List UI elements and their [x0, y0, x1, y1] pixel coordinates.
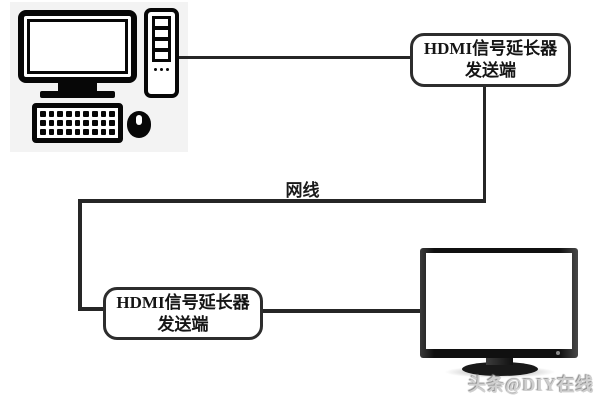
lcd-screen: [426, 253, 572, 349]
keyboard-keys: [40, 111, 115, 135]
mouse-icon: [127, 111, 151, 138]
hdmi-extender-sender-box: HDMI信号延长器 发送端: [410, 33, 571, 87]
keyboard-icon: [32, 103, 123, 143]
cable-pc-to-sender: [179, 56, 410, 59]
receiver-box-line1: HDMI信号延长器: [116, 292, 250, 312]
cable-sender-drop: [483, 87, 486, 199]
pc-tower-indicator-dots: [148, 68, 175, 71]
cable-left-drop: [78, 199, 82, 311]
network-cable-label: 网线: [285, 181, 320, 200]
mouse-scroll-wheel: [136, 115, 142, 125]
crt-screen: [27, 19, 128, 74]
crt-monitor-stand-base: [40, 91, 115, 98]
hdmi-extender-receiver-box: HDMI信号延长器 发送端: [103, 287, 263, 340]
receiver-box-line2: 发送端: [157, 314, 209, 334]
network-cable-run: [78, 199, 486, 203]
cable-into-receiver: [82, 307, 106, 311]
sender-box-line2: 发送端: [465, 61, 516, 80]
pc-tower-drive-bays: [152, 16, 171, 62]
lcd-monitor-neck: [486, 355, 513, 365]
pc-tower-icon: [144, 8, 179, 98]
sender-box-line1: HDMI信号延长器: [423, 39, 558, 58]
lcd-monitor-icon: [420, 248, 578, 358]
watermark: 头条@DIY在线: [468, 375, 594, 395]
power-led-icon: [556, 351, 560, 355]
crt-monitor-stand-neck: [58, 83, 97, 92]
crt-monitor-icon: [18, 10, 137, 83]
lcd-monitor-base: [462, 362, 538, 376]
cable-receiver-to-monitor: [260, 309, 421, 313]
